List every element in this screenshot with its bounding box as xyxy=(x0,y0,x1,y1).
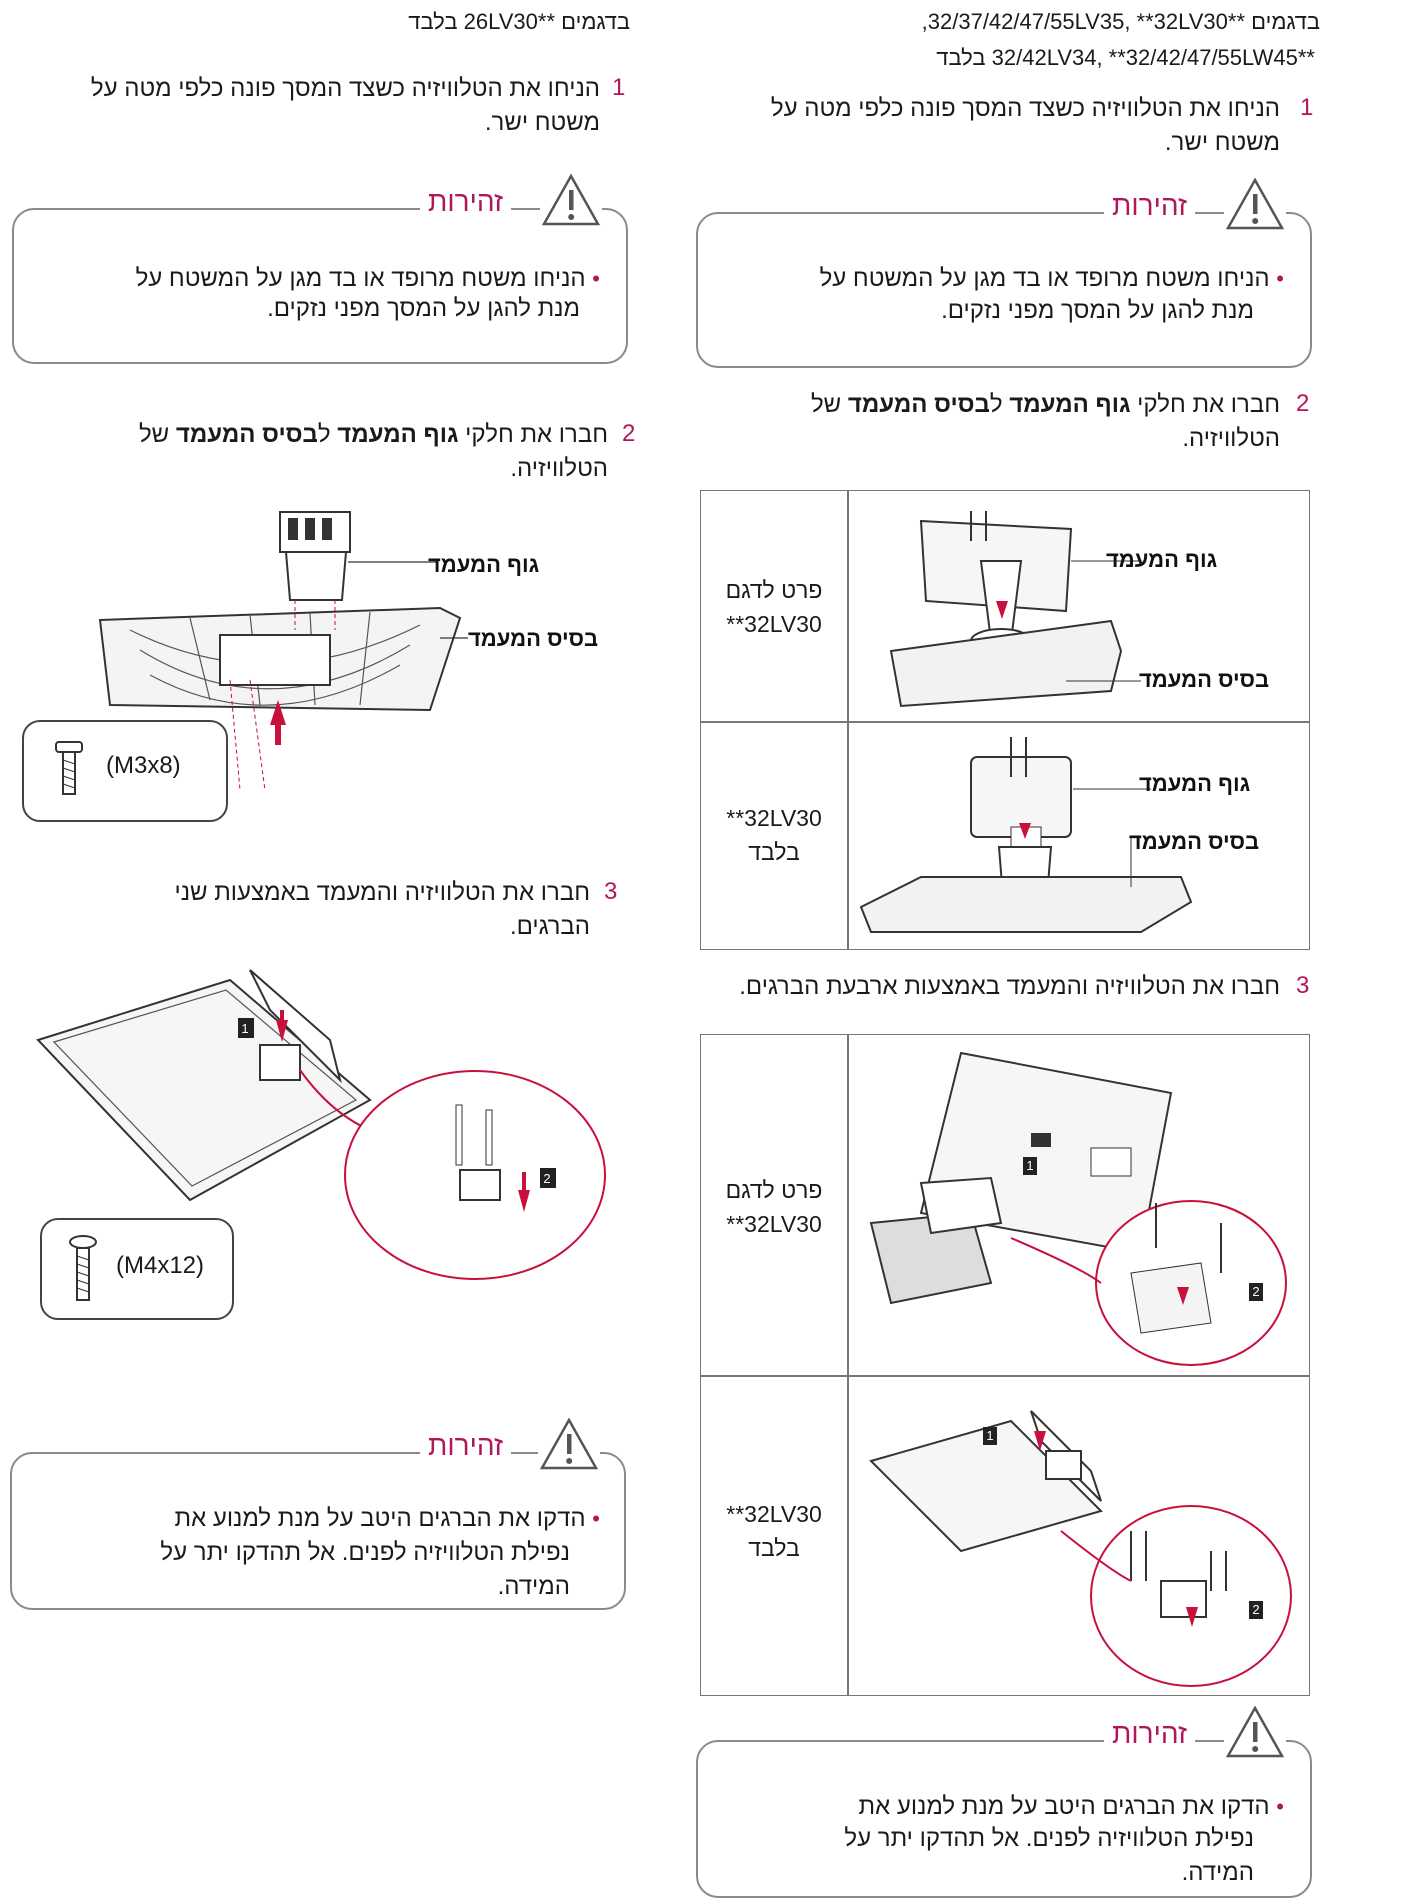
step-badge-2: 2 xyxy=(1249,1601,1263,1619)
screw-box-m4x12: (M4x12) xyxy=(40,1218,234,1320)
table1-row1-note: פרט לדגם**32LV30 xyxy=(725,577,823,637)
right-stand-table: פרט לדגם**32LV30 גוף המעמד בסיס המעמד **… xyxy=(700,490,1310,950)
table1-row2-label-stand-base: בסיס המעמד xyxy=(1129,829,1260,854)
right-step2-text: חברו את חלקי גוף המעמד לבסיס המעמד של הט… xyxy=(810,391,1280,452)
left-caution1-line1: • הניחו משטח מרופד או בד מגן על המשטח על xyxy=(40,262,600,296)
table1-row1-label-stand-body: גוף המעמד xyxy=(1106,547,1218,572)
left-caution1-line2: מנת להגן על המסך מפני נזקים. xyxy=(267,295,580,322)
bullet-icon: • xyxy=(592,266,600,291)
right-header-line1: בדגמים **32/37/42/47/55LV35, **32LV30, xyxy=(921,9,1320,34)
right-caution1-title: זהירות xyxy=(1104,190,1196,222)
screw-box-m3x8: (M3x8) xyxy=(22,720,228,822)
left-stand-illustration xyxy=(98,511,468,791)
right-step2-number: 2 xyxy=(1296,390,1310,417)
right-step1-text: הניחו את הטלוויזיה כשצד המסך פונה כלפי מ… xyxy=(770,95,1280,156)
right-caution2-line2: נפילת הטלוויזיה לפנים. אל תהדקו יתר על xyxy=(844,1825,1254,1852)
step-badge-1: 1 xyxy=(238,1020,252,1038)
step-badge-1: 1 xyxy=(983,1427,997,1445)
right-caution1-line1: • הניחו משטח מרופד או בד מגן על המשטח על xyxy=(724,262,1284,296)
right-step3-number: 3 xyxy=(1296,972,1310,999)
right-caution2-line1-text: הדקו את הברגים היטב על מנת למנוע את xyxy=(858,1793,1270,1820)
left-step3-text: חברו את הטלוויזיה והמעמד באמצעות שני הבר… xyxy=(174,879,590,940)
screw-icon xyxy=(69,1235,97,1301)
right-caution1-box xyxy=(696,212,1312,368)
left-step3-number: 3 xyxy=(604,878,618,905)
bullet-icon: • xyxy=(1276,1794,1284,1819)
screw-size-label: (M3x8) xyxy=(106,752,181,779)
warning-triangle-icon xyxy=(540,172,602,228)
left-caution1-box xyxy=(12,208,628,364)
left-caution2-line1-text: הדקו את הברגים היטב על מנת למנוע את xyxy=(174,1505,586,1532)
screw-icon xyxy=(55,741,83,795)
left-caution1-title: זהירות xyxy=(420,186,512,218)
left-label-stand-body: גוף המעמד xyxy=(428,552,540,577)
warning-triangle-icon xyxy=(538,1416,600,1472)
stand-diagram-row2 xyxy=(859,737,1193,933)
left-tv-assembly-illustration xyxy=(36,969,606,1280)
left-caution2-line1: • הדקו את הברגים היטב על מנת למנוע את xyxy=(60,1502,600,1536)
left-caution2-title: זהירות xyxy=(420,1430,512,1462)
step-badge-2: 2 xyxy=(1249,1283,1263,1301)
bullet-icon: • xyxy=(592,1506,600,1531)
table1-row2-label-stand-body: גוף המעמד xyxy=(1139,771,1251,796)
step-badge-1: 1 xyxy=(1023,1157,1037,1175)
left-caution2-box xyxy=(10,1452,626,1610)
table1-row1-label-stand-base: בסיס המעמד xyxy=(1139,667,1270,692)
tv-assembly-row1 xyxy=(869,1051,1287,1366)
right-step1-number: 1 xyxy=(1300,94,1314,121)
left-step2-number: 2 xyxy=(622,420,636,447)
left-caution2-line2: נפילת הטלוויזיה לפנים. אל תהדקו יתר על xyxy=(160,1539,570,1566)
right-header-line2: **32/42LV34, **32/42/47/55LW45 בלבד xyxy=(936,45,1315,70)
warning-triangle-icon xyxy=(1224,1704,1286,1760)
tv-assembly-row2 xyxy=(869,1410,1292,1687)
left-label-stand-base: בסיס המעמד xyxy=(468,626,599,651)
screw-size-label: (M4x12) xyxy=(116,1252,205,1279)
step-badge-2: 2 xyxy=(540,1170,554,1188)
stand-diagram-row1 xyxy=(889,511,1141,708)
table2-row1-note: פרט לדגם**32LV30 xyxy=(725,1177,823,1237)
left-caution2-line3: המידה. xyxy=(497,1573,570,1600)
right-caution1-line1-text: הניחו משטח מרופד או בד מגן על המשטח על xyxy=(819,265,1270,292)
right-caution2-line1: • הדקו את הברגים היטב על מנת למנוע את xyxy=(724,1790,1284,1824)
left-caution1-line1-text: הניחו משטח מרופד או בד מגן על המשטח על xyxy=(135,265,586,292)
bullet-icon: • xyxy=(1276,266,1284,291)
right-step3-text: חברו את הטלוויזיה והמעמד באמצעות ארבעת ה… xyxy=(739,973,1280,1000)
left-header: בדגמים **26LV30 בלבד xyxy=(408,9,630,34)
right-caution1-line2: מנת להגן על המסך מפני נזקים. xyxy=(941,297,1254,324)
left-step1-number: 1 xyxy=(612,74,626,101)
right-caution2-box xyxy=(696,1740,1312,1898)
right-caution2-title: זהירות xyxy=(1104,1718,1196,1750)
warning-triangle-icon xyxy=(1224,176,1286,232)
left-step1-text: הניחו את הטלוויזיה כשצד המסך פונה כלפי מ… xyxy=(90,75,600,136)
right-caution2-line3: המידה. xyxy=(1181,1859,1254,1886)
left-step2-text: חברו את חלקי גוף המעמד לבסיס המעמד של הט… xyxy=(138,421,608,482)
